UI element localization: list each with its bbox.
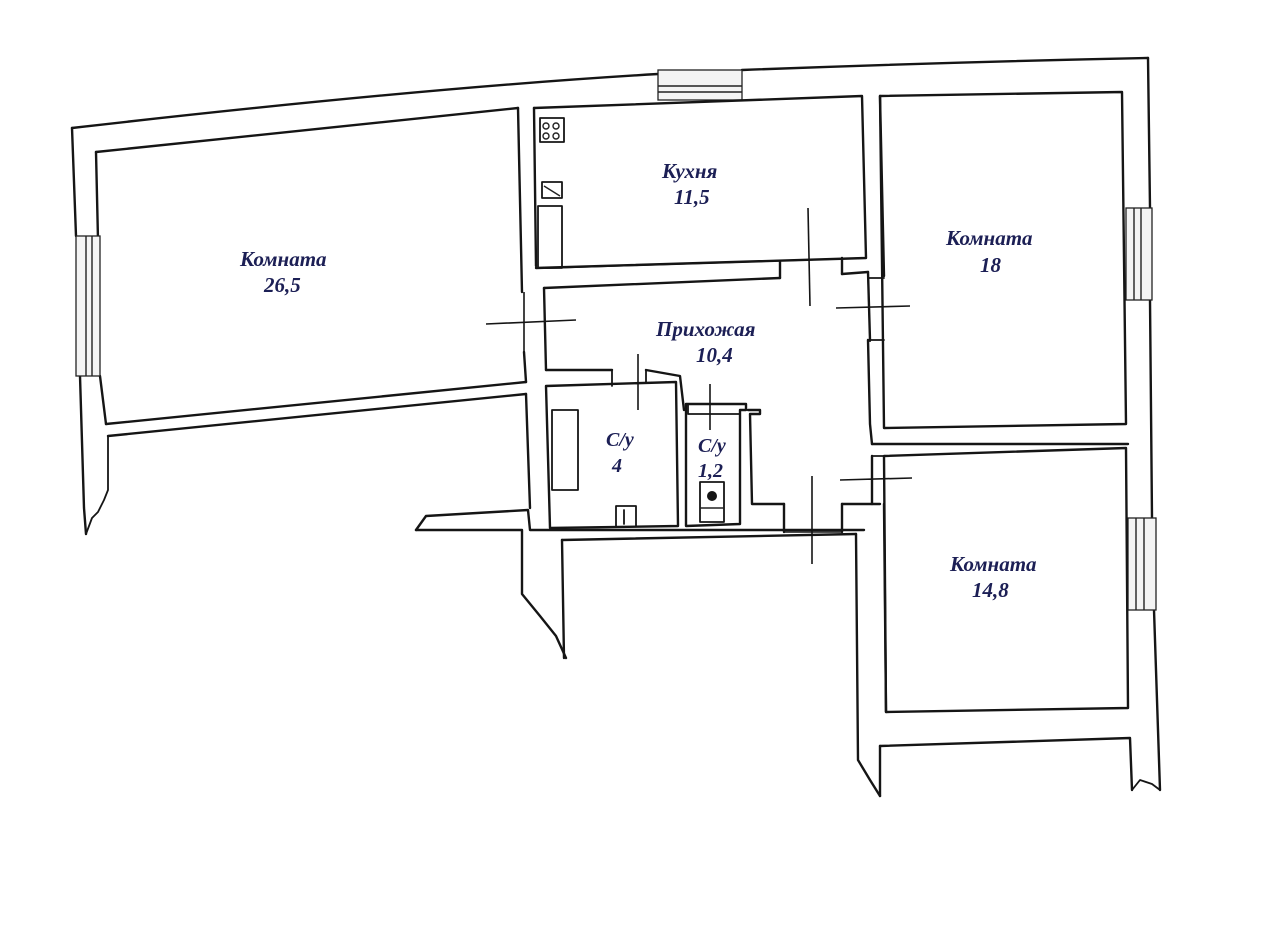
windows: [75, 69, 1157, 611]
room-1-name: Комната: [239, 247, 327, 271]
counter-icon: [537, 205, 563, 269]
stove-icon: [539, 117, 565, 143]
kitchen-name: Кухня: [661, 159, 718, 183]
toilet-bowl-icon: [707, 491, 717, 501]
sink-icon: [541, 181, 563, 199]
outer-walls: [70, 56, 1162, 792]
room-1-area: 26,5: [263, 273, 301, 297]
room-2-name: Комната: [945, 226, 1033, 250]
toilet-icon: [699, 481, 725, 523]
bath-1-name: С/у: [606, 429, 634, 451]
bath-1-area: 4: [611, 455, 622, 477]
hallway-name: Прихожая: [655, 317, 756, 341]
kitchen-fixtures: [537, 117, 565, 269]
bathtub-icon: [551, 409, 579, 491]
interior-walls: [414, 90, 1161, 798]
window-right-lower: [1127, 517, 1157, 611]
hallway-area: 10,4: [696, 343, 733, 367]
kitchen-area: 11,5: [674, 185, 710, 209]
room-3-name: Комната: [949, 552, 1037, 576]
window-right-upper: [1125, 207, 1153, 301]
room-2-area: 18: [980, 253, 1002, 277]
room-3-area: 14,8: [972, 578, 1009, 602]
window-left: [75, 235, 101, 377]
room-labels: Комната 26,5 Кухня 11,5 Комната 18 Прихо…: [239, 159, 1037, 602]
bath-2-name: С/у: [698, 435, 726, 457]
bath-2-area: 1,2: [698, 460, 723, 482]
door-markers: [485, 207, 913, 564]
window-top: [657, 69, 743, 101]
